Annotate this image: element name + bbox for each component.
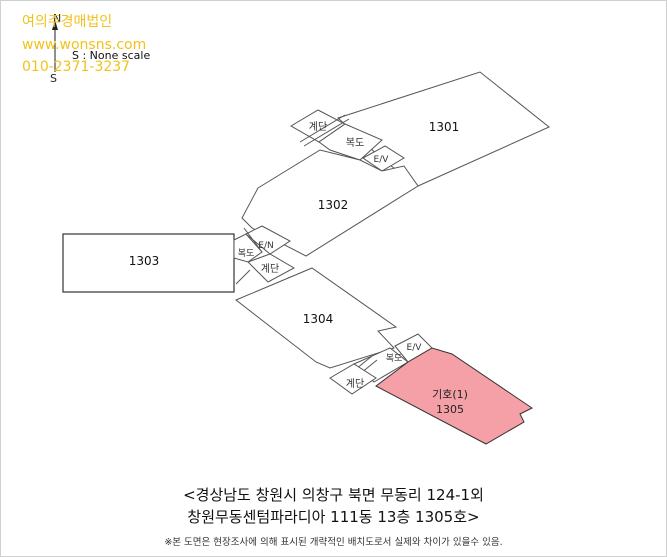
lobby-top bbox=[318, 123, 383, 161]
unit-1304 bbox=[235, 267, 398, 369]
scale-label: S : None scale bbox=[72, 49, 151, 62]
disclaimer-footnote: ※본 도면은 현장조사에 의해 표시된 개략적인 배치도로서 실제와 차이가 있… bbox=[164, 537, 503, 548]
south-label: S bbox=[50, 72, 57, 85]
lobby-mid-label: 복도 bbox=[238, 248, 255, 259]
stair-top-label: 계단 bbox=[309, 121, 327, 133]
ev-top-label: E/V bbox=[374, 155, 390, 165]
unit-1301-label: 1301 bbox=[429, 120, 460, 134]
unit-1303 bbox=[62, 233, 235, 293]
north-arrow-icon: N S bbox=[50, 12, 61, 85]
north-label: N bbox=[53, 12, 61, 25]
ev-mid bbox=[245, 225, 291, 255]
watermark-phone: 010-2371-3237 bbox=[22, 59, 131, 75]
address-caption: <경상남도 창원시 의창구 북면 무동리 124-1외 창원무동센텀파라디아 1… bbox=[0, 484, 667, 528]
lobby-top-label: 복도 bbox=[346, 137, 364, 149]
stair-bottom bbox=[329, 363, 377, 395]
stair-bottom-label: 계단 bbox=[346, 378, 364, 390]
stair-mid-label: 계단 bbox=[261, 263, 279, 275]
ev-bottom-label: E/V bbox=[407, 343, 423, 353]
address-line-1: <경상남도 창원시 의창구 북면 무동리 124-1외 bbox=[183, 486, 484, 504]
stair-mid bbox=[247, 253, 296, 283]
watermark-company: 여의주경매법인 bbox=[22, 14, 113, 30]
unit-1303-label: 1303 bbox=[129, 254, 160, 268]
unit-1304-label: 1304 bbox=[303, 312, 334, 326]
ev-top bbox=[362, 145, 405, 172]
unit-1305-marker-label: 기호(1) bbox=[432, 388, 468, 401]
unit-1305-label: 1305 bbox=[436, 403, 464, 416]
unit-1305-highlighted bbox=[375, 347, 533, 445]
address-line-2: 창원무동센텀파라디아 111동 13층 1305호> bbox=[187, 508, 480, 526]
watermark-website: www.wonsns.com bbox=[22, 37, 147, 53]
lobby-bottom-label: 복도 bbox=[386, 353, 403, 364]
lobby-mid bbox=[233, 233, 263, 263]
unit-1302-label: 1302 bbox=[318, 198, 349, 212]
ev-mid-label: E/N bbox=[258, 241, 273, 251]
unit-1302 bbox=[241, 149, 419, 257]
